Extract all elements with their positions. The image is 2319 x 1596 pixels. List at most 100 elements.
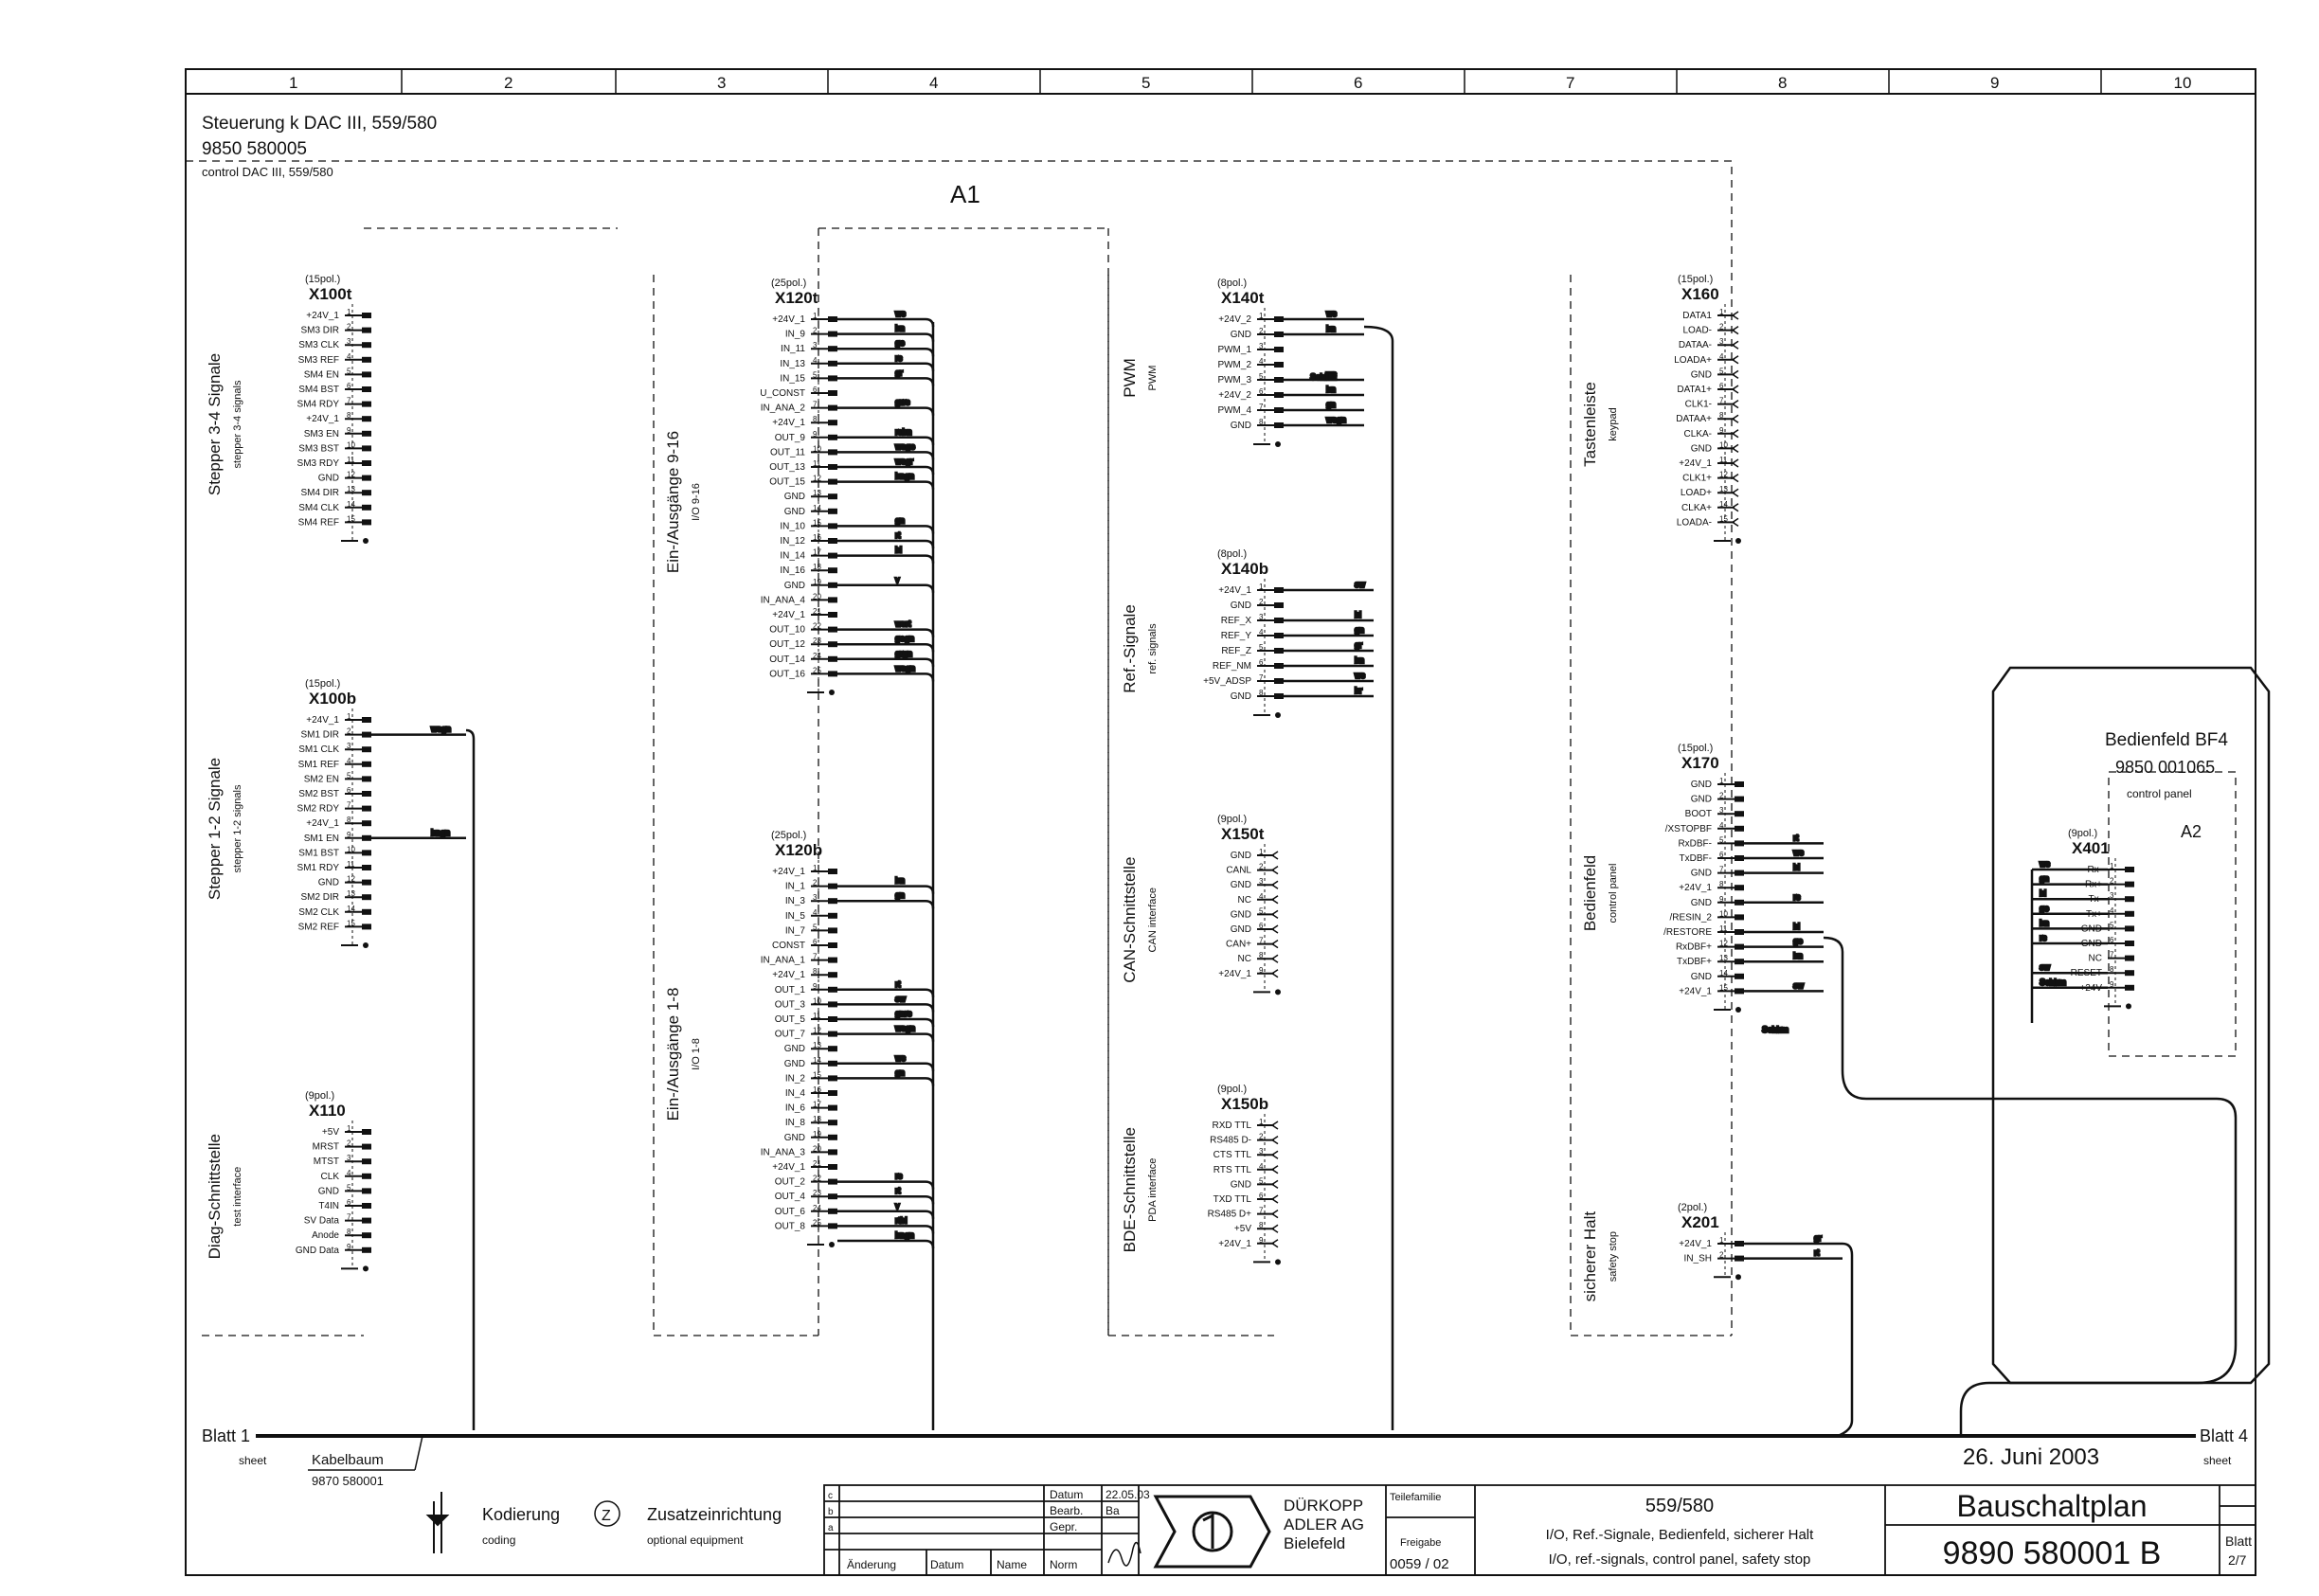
pin-contact <box>828 641 837 648</box>
pin-contact <box>362 908 371 915</box>
pin-contact <box>362 850 371 856</box>
pin-label: GND <box>1231 691 1251 702</box>
description-de: I/O, Ref.-Signale, Bedienfeld, sicherer … <box>1546 1527 1814 1543</box>
pin-label: SM2 RDY <box>297 804 340 815</box>
pin-contact <box>828 1016 837 1022</box>
optional-symbol <box>594 1500 620 1527</box>
wire-color-label: rs <box>895 1172 903 1181</box>
field-label: Teilefamilie <box>1390 1492 1441 1503</box>
pin-number: 23 <box>813 637 821 645</box>
pin-label: OUT_10 <box>769 625 805 636</box>
pin-contact <box>828 912 837 919</box>
pin-contact <box>828 331 837 337</box>
pin-contact <box>828 567 837 574</box>
pin-number: 1 <box>813 312 818 320</box>
pin-contact <box>362 371 371 378</box>
wire-color-label: ws <box>1354 671 1365 680</box>
pin-label: BOOT <box>1685 809 1712 819</box>
wire-trunk <box>1837 1242 1854 1438</box>
pin-contact <box>1274 633 1284 638</box>
group-label-en: I/O 9-16 <box>691 483 702 521</box>
pin-label: +24V_2 <box>1218 314 1251 325</box>
pin-number: 7 <box>2110 951 2114 959</box>
pin-contact <box>2125 984 2134 991</box>
pin-number: 24 <box>813 652 821 660</box>
pin-contact <box>1735 973 1744 979</box>
pin-contact <box>362 504 371 511</box>
pin-number: 6 <box>347 786 351 795</box>
wire-color-label: bngn <box>895 472 914 481</box>
pin-number: 7 <box>1719 866 1724 874</box>
pin-number: 12 <box>347 471 355 479</box>
legend-opt: Zusatzeinrichtung <box>647 1505 782 1524</box>
pin-number: 5 <box>813 370 818 379</box>
pin-label: CTS TTL <box>1213 1150 1252 1160</box>
pin-number: 7 <box>1259 673 1264 682</box>
pin-number: 1 <box>1259 312 1264 320</box>
pin-contact <box>828 493 837 500</box>
pin-contact <box>1735 855 1744 861</box>
column-number: 1 <box>289 74 297 92</box>
pin-contact <box>362 1203 371 1209</box>
pin-contact <box>362 776 371 782</box>
pin-contact <box>828 360 837 367</box>
pin-number: 3 <box>347 742 351 750</box>
pin-socket <box>1270 924 1279 934</box>
pin-contact <box>1735 885 1744 891</box>
pin-socket <box>1270 939 1279 949</box>
pin-label: IN_9 <box>785 330 806 340</box>
pin-label: IN_8 <box>785 1118 806 1128</box>
pin-label: +24V_1 <box>306 715 339 726</box>
column-number: 10 <box>2174 74 2192 92</box>
pin-number: 4 <box>1719 821 1724 830</box>
group-label-en: test interface <box>232 1167 243 1227</box>
pin-label: GND <box>2081 924 2102 934</box>
pin-socket <box>1731 385 1739 394</box>
pin-contact <box>828 1001 837 1008</box>
wire-color-label: bl <box>1793 922 1800 931</box>
pin-socket <box>1270 1165 1279 1175</box>
pin-contact <box>1735 1241 1744 1246</box>
pin-contact <box>362 313 371 318</box>
wire-color-label: gr <box>1814 1233 1822 1243</box>
connector-id: X140t <box>1221 289 1265 307</box>
pin-number: 13 <box>1719 485 1728 493</box>
pin-label: SM3 RDY <box>297 458 340 469</box>
field-label: Datum <box>1050 1488 1083 1501</box>
pin-number: 7 <box>1719 397 1724 405</box>
pin-label: IN_ANA_4 <box>761 595 806 605</box>
pin-number: 1 <box>1719 308 1724 316</box>
wire-color-label: wsgn <box>1325 415 1346 424</box>
pin-contact <box>1274 648 1284 654</box>
connector-id: X120b <box>775 841 822 859</box>
pin-contact <box>1274 362 1284 368</box>
wire-color-label: rt <box>895 1186 901 1195</box>
pin-socket <box>1731 355 1739 365</box>
pin-contact <box>828 1120 837 1126</box>
bus-right-en: sheet <box>2203 1454 2232 1467</box>
pin-contact <box>1735 899 1744 906</box>
group-label: Tastenleiste <box>1581 382 1599 467</box>
pin-number: 9 <box>347 1243 351 1251</box>
pin-label: CLK <box>321 1172 340 1182</box>
pin-contact <box>828 869 837 874</box>
pin-contact <box>828 626 837 633</box>
field-label: Gepr. <box>1050 1520 1077 1533</box>
pin-contact <box>1735 914 1744 921</box>
pin-label: IN_7 <box>785 925 806 936</box>
pin-socket <box>1270 851 1279 860</box>
shield-label: Schirm <box>1310 372 1337 382</box>
pin-number: 1 <box>347 1124 351 1133</box>
pin-contact <box>2125 970 2134 977</box>
pin-label: SM3 DIR <box>300 326 339 336</box>
pin-label: +24V_1 <box>772 970 805 980</box>
pin-label: +24V_1 <box>306 311 339 321</box>
group-label: Stepper 3-4 Signale <box>206 353 224 495</box>
pin-number: 1 <box>347 308 351 316</box>
pin-socket <box>1270 1150 1279 1159</box>
pin-number: 4 <box>1259 357 1264 366</box>
pin-label: Rx- <box>2087 865 2102 875</box>
pin-socket <box>1270 954 1279 963</box>
